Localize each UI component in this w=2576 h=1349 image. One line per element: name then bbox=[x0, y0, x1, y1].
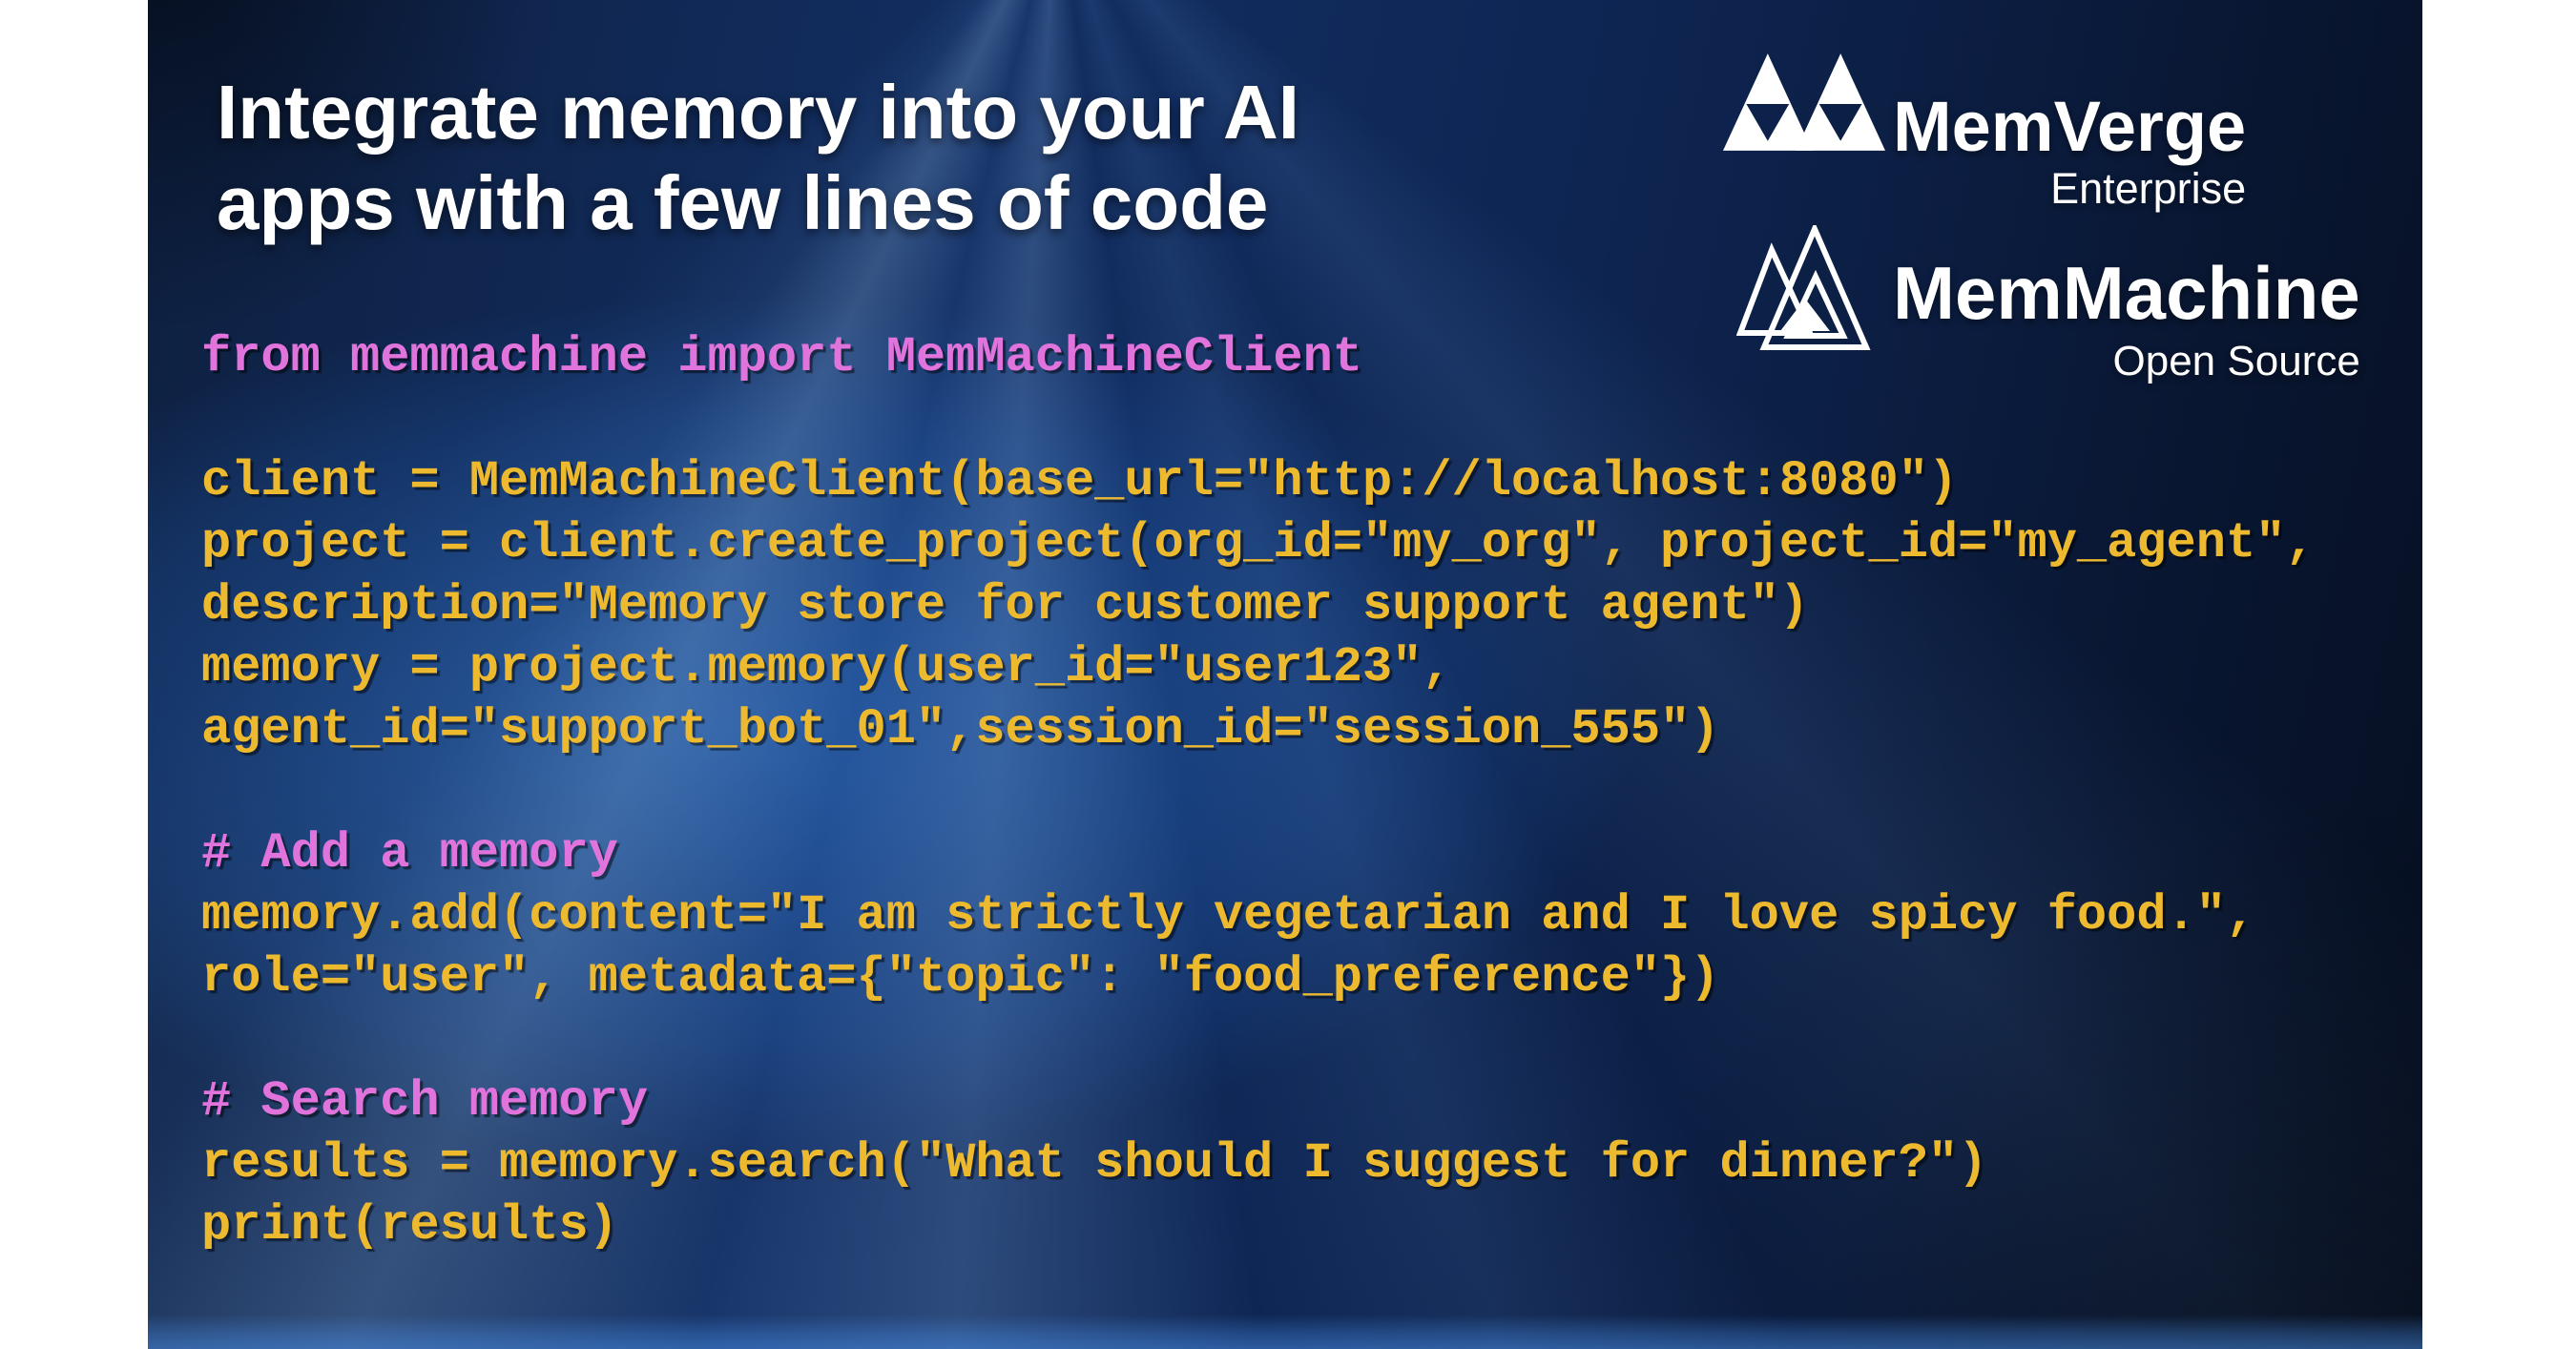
code-line: memory = project.memory(user_id="user123… bbox=[201, 636, 2316, 698]
code-line-text: # Search memory bbox=[201, 1073, 649, 1130]
code-line bbox=[201, 388, 2316, 450]
code-line-text: memory.add(content="I am strictly vegeta… bbox=[201, 887, 2256, 944]
code-line: print(results) bbox=[201, 1194, 2316, 1256]
page-title: Integrate memory into your AI apps with … bbox=[217, 67, 1299, 248]
memverge-tagline: Enterprise bbox=[2050, 164, 2247, 213]
code-line bbox=[201, 1008, 2316, 1070]
code-line bbox=[201, 760, 2316, 822]
memverge-wordmark: MemVerge bbox=[1893, 87, 2247, 166]
code-line-text: print(results) bbox=[201, 1197, 618, 1254]
memverge-logo: MemVerge Enterprise bbox=[1723, 53, 2246, 214]
memmachine-text-block: MemMachine Open Source bbox=[1880, 225, 2360, 385]
memverge-text-block: MemVerge Enterprise bbox=[1885, 53, 2246, 214]
code-line: description="Memory store for customer s… bbox=[201, 574, 2316, 636]
code-line: results = memory.search("What should I s… bbox=[201, 1132, 2316, 1194]
title-line-1: Integrate memory into your AI bbox=[217, 70, 1299, 155]
code-line-text: agent_id="support_bot_01",session_id="se… bbox=[201, 701, 1720, 758]
memmachine-logo: MemMachine Open Source bbox=[1736, 225, 2360, 385]
code-block: from memmachine import MemMachineClient … bbox=[201, 326, 2316, 1256]
code-line: memory.add(content="I am strictly vegeta… bbox=[201, 884, 2316, 946]
title-line-2: apps with a few lines of code bbox=[217, 160, 1269, 245]
code-line: from memmachine import MemMachineClient bbox=[201, 326, 2316, 388]
code-line-text: description="Memory store for customer s… bbox=[201, 577, 1810, 633]
code-line: project = client.create_project(org_id="… bbox=[201, 512, 2316, 574]
code-line-text: memory = project.memory(user_id="user123… bbox=[201, 639, 1452, 695]
code-line: # Search memory bbox=[201, 1070, 2316, 1132]
code-line-text: from memmachine import MemMachineClient bbox=[201, 329, 1362, 385]
code-line: # Add a memory bbox=[201, 822, 2316, 884]
code-line-text: # Add a memory bbox=[201, 825, 618, 882]
code-line-text: client = MemMachineClient(base_url="http… bbox=[201, 453, 1959, 509]
code-line: client = MemMachineClient(base_url="http… bbox=[201, 450, 2316, 512]
code-line: agent_id="support_bot_01",session_id="se… bbox=[201, 698, 2316, 760]
memmachine-logo-icon bbox=[1736, 225, 1871, 350]
memmachine-wordmark: MemMachine bbox=[1893, 251, 2360, 335]
memverge-logo-icon bbox=[1723, 53, 1885, 151]
memmachine-tagline: Open Source bbox=[2112, 338, 2360, 384]
code-line: role="user", metadata={"topic": "food_pr… bbox=[201, 946, 2316, 1008]
code-line-text: project = client.create_project(org_id="… bbox=[201, 515, 2316, 571]
code-line-text: results = memory.search("What should I s… bbox=[201, 1135, 1988, 1192]
code-line-text: role="user", metadata={"topic": "food_pr… bbox=[201, 949, 1720, 1006]
slide-background: Integrate memory into your AI apps with … bbox=[148, 0, 2422, 1349]
